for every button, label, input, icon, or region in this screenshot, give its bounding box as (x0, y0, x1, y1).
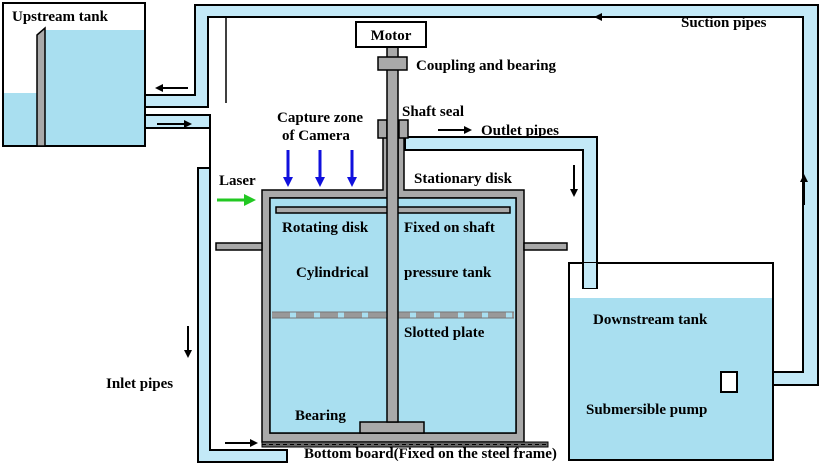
upstream-tank (2, 2, 146, 147)
label-shaft-seal: Shaft seal (402, 104, 464, 120)
label-upstream-tank: Upstream tank (12, 9, 109, 25)
label-rotating-disk: Rotating disk (282, 220, 369, 236)
shaft (386, 44, 399, 423)
label-capture-zone-1: Capture zone (277, 110, 363, 126)
bottom-board (261, 441, 549, 448)
label-capture-zone-2: of Camera (282, 128, 350, 144)
coupling-bearing (377, 56, 408, 71)
label-fixed-on-shaft: Fixed on shaft (404, 220, 495, 236)
label-suction-pipes: Suction pipes (681, 15, 767, 31)
label-motor: Motor (371, 28, 412, 44)
submersible-pump-box (720, 371, 738, 393)
label-bottom-board: Bottom board(Fixed on the steel frame) (304, 446, 557, 462)
label-submersible-pump: Submersible pump (586, 402, 707, 418)
label-stationary-disk: Stationary disk (414, 171, 513, 187)
label-outlet-pipes: Outlet pipes (481, 123, 559, 139)
label-slotted-plate: Slotted plate (404, 325, 485, 341)
label-inlet-pipes: Inlet pipes (106, 376, 173, 392)
inlet-pipe (144, 114, 288, 463)
motor-box (355, 21, 427, 48)
label-laser: Laser (219, 173, 256, 189)
label-cylindrical: Cylindrical (296, 265, 369, 281)
bearing-plate (359, 421, 425, 434)
label-bearing: Bearing (295, 408, 346, 424)
downstream-tank (568, 262, 774, 461)
label-pressure-tank: pressure tank (404, 265, 492, 281)
label-downstream-tank: Downstream tank (593, 312, 708, 328)
label-coupling: Coupling and bearing (416, 58, 557, 74)
